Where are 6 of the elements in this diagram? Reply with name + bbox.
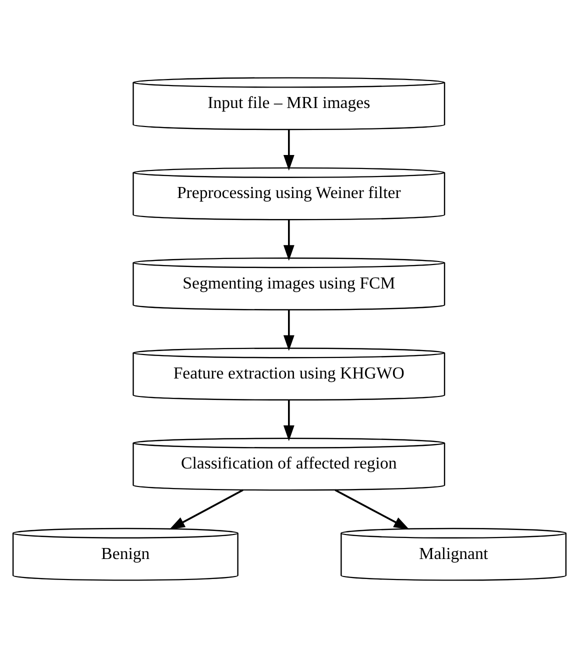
arrow [283, 400, 294, 442]
arrow [283, 310, 294, 351]
arrow [283, 130, 294, 171]
arrow [169, 489, 244, 530]
arrow [283, 220, 294, 261]
arrow [334, 489, 410, 530]
